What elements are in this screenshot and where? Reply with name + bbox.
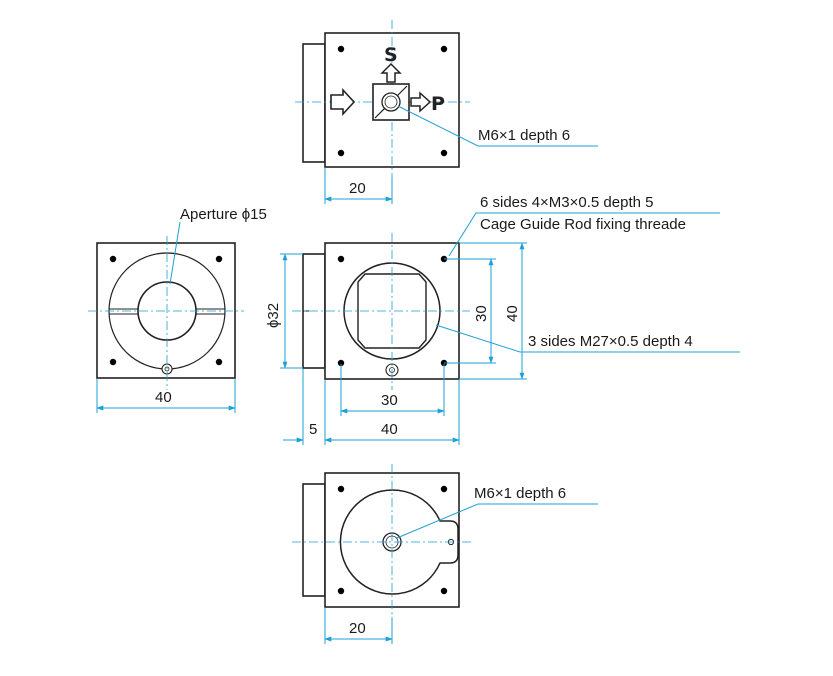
rear-view: Aperture ϕ15 40 xyxy=(88,206,267,413)
top-view-side-flange xyxy=(302,43,326,163)
bottom-thread-label: M6×1 depth 6 xyxy=(474,485,566,502)
cage-thread-label: 6 sides 4×M3×0.5 depth 5 xyxy=(480,194,653,211)
front-dia-32: ϕ32 xyxy=(265,303,282,328)
side-thread-leader xyxy=(435,324,740,353)
bottom-thread-leader xyxy=(396,503,598,539)
side-thread-label: 3 sides M27×0.5 depth 4 xyxy=(528,333,693,350)
front-dim-30-v: 30 xyxy=(473,305,490,322)
p-marker: P xyxy=(431,93,445,115)
rear-dim-40: 40 xyxy=(155,389,172,406)
bottom-dim-20: 20 xyxy=(349,620,366,637)
top-view: S P M6×1 depth 6 20 xyxy=(295,20,598,204)
bottom-view: M6×1 depth 6 20 xyxy=(292,464,598,644)
front-dim-30-h: 30 xyxy=(381,392,398,409)
aperture-leader xyxy=(169,221,181,285)
top-thread-leader xyxy=(397,105,598,147)
cage-thread-leader xyxy=(448,212,720,257)
top-thread-label: M6×1 depth 6 xyxy=(478,127,570,144)
front-view: ϕ32 30 40 6 sides 4×M3×0.5 depth 5 Cage … xyxy=(265,194,740,445)
front-dim-40-h: 40 xyxy=(381,421,398,438)
input-arrow-icon xyxy=(330,87,356,117)
bottom-view-side-flange xyxy=(302,483,326,597)
front-dim-5: 5 xyxy=(309,421,317,438)
front-dim-40-v: 40 xyxy=(504,305,521,322)
p-arrow-icon xyxy=(410,91,432,113)
s-marker: S xyxy=(384,44,398,66)
front-view-cube xyxy=(357,273,427,349)
aperture-label: Aperture ϕ15 xyxy=(180,206,267,223)
s-arrow-icon xyxy=(380,62,402,83)
cage-rod-label: Cage Guide Rod fixing threade xyxy=(480,216,686,233)
top-dim-20: 20 xyxy=(349,180,366,197)
